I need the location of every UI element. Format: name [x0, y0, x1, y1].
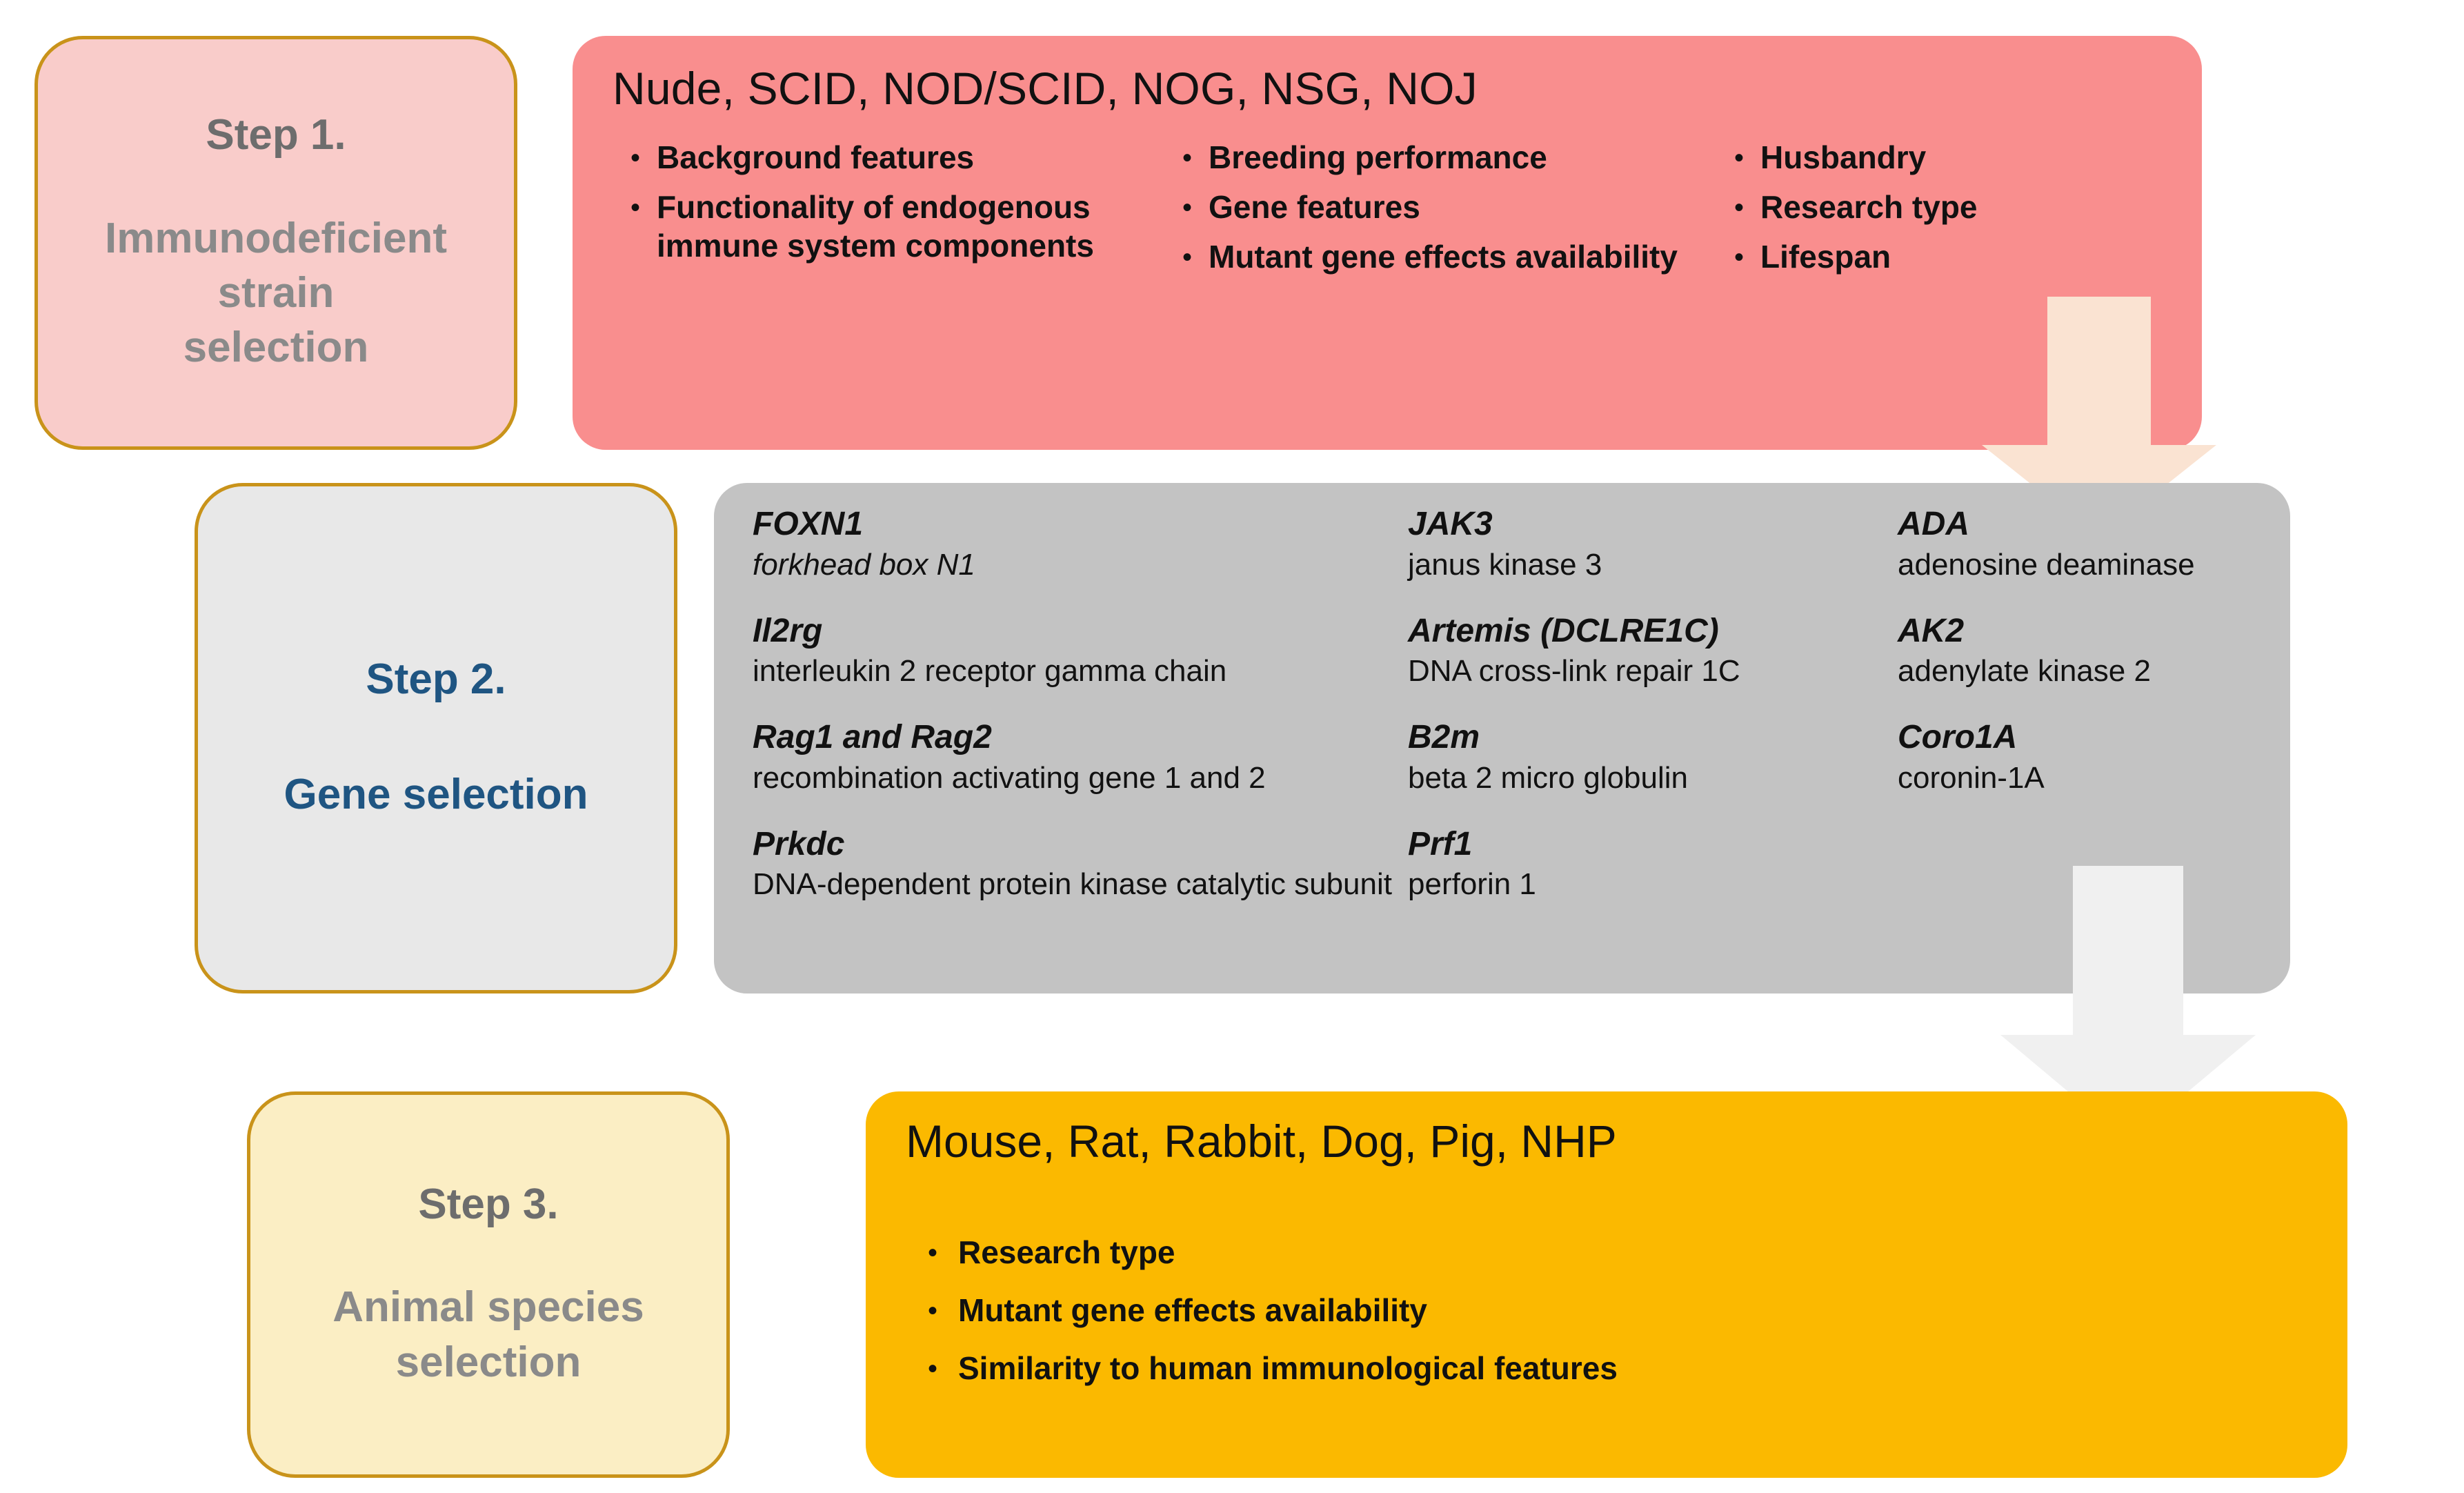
step-2-number: Step 2. [366, 655, 506, 703]
gene-symbol: B2m [1408, 719, 1480, 756]
bullet-dot-icon: • [1733, 192, 1744, 223]
gene-column-3: ADA adenosine deaminase AK2 adenylate ki… [1898, 505, 2256, 825]
gene-entry: Il2rg interleukin 2 receptor gamma chain [753, 612, 1401, 690]
gene-entry: B2m beta 2 micro globulin [1408, 718, 1891, 796]
gene-full-name: beta 2 micro globulin [1408, 760, 1689, 795]
gene-symbol: AK2 [1898, 612, 1965, 649]
step-1-title-line-1: Immunodeficient [104, 214, 448, 262]
step-1-bullet-item: • Background features [614, 138, 1166, 178]
gene-column-1: FOXN1 forkhead box N1 Il2rg interleukin … [753, 505, 1401, 931]
step-3-bullet-item: • Research type [907, 1234, 1618, 1272]
gene-full-name: adenylate kinase 2 [1898, 654, 2151, 689]
step-1-bullet-text: Breeding performance [1209, 139, 1547, 175]
step-2-title: Gene selection [284, 770, 588, 818]
step-3-bullet-text: Similarity to human immunological featur… [958, 1350, 1618, 1386]
step-1-bullet-column-3: • Husbandry • Research type • Lifespan [1718, 138, 2159, 287]
step-3-number: Step 3. [418, 1180, 559, 1228]
gene-symbol: JAK3 [1408, 506, 1493, 542]
bullet-dot-icon: • [927, 1238, 937, 1268]
gene-symbol: Coro1A [1898, 719, 2018, 756]
gene-full-name: janus kinase 3 [1408, 547, 1602, 582]
gene-full-name: DNA-dependent protein kinase catalytic s… [753, 867, 1392, 902]
gene-full-name: adenosine deaminase [1898, 547, 2195, 582]
step-1-label-card: Step 1. Immunodeficient strain selection [34, 36, 517, 450]
step-3-bullet-list: • Research type • Mutant gene effects av… [907, 1234, 1618, 1407]
gene-column-2: JAK3 janus kinase 3 Artemis (DCLRE1C) DN… [1408, 505, 1891, 931]
step-1-bullet-text: Research type [1760, 189, 1978, 225]
step-1-bullet-text: Husbandry [1760, 139, 1927, 175]
bullet-dot-icon: • [1733, 242, 1744, 273]
gene-symbol: Il2rg [753, 612, 823, 649]
step-3-title: Animal species selection [332, 1280, 644, 1390]
bullet-dot-icon: • [927, 1354, 937, 1384]
arrow-step1-to-step2-icon [1982, 297, 2216, 538]
step-2-label-card: Step 2. Gene selection [195, 483, 677, 993]
step-3-title-line-1: Animal species [332, 1283, 644, 1332]
gene-symbol: FOXN1 [753, 506, 864, 542]
gene-entry: Prf1 perforin 1 [1408, 825, 1891, 903]
gene-full-name: interleukin 2 receptor gamma chain [753, 654, 1227, 689]
step-1-bullet-item: • Breeding performance [1166, 138, 1718, 178]
gene-entry: Coro1A coronin-1A [1898, 718, 2256, 796]
bullet-dot-icon: • [1182, 143, 1192, 173]
bullet-dot-icon: • [630, 192, 640, 223]
gene-entry: JAK3 janus kinase 3 [1408, 505, 1891, 583]
step-3-species-list: Mouse, Rat, Rabbit, Dog, Pig, NHP [906, 1116, 1617, 1167]
gene-full-name: forkhead box N1 [753, 547, 975, 582]
gene-symbol: ADA [1898, 506, 1969, 542]
step-1-bullet-text: Lifespan [1760, 239, 1891, 275]
step-1-bullet-column-2: • Breeding performance • Gene features •… [1166, 138, 1718, 287]
step-3-bullet-item: • Similarity to human immunological feat… [907, 1349, 1618, 1388]
step-1-bullet-text: Functionality of endogenous immune syste… [657, 189, 1094, 264]
step-1-strain-list: Nude, SCID, NOD/SCID, NOG, NSG, NOJ [613, 63, 1478, 114]
step-1-bullet-item: • Functionality of endogenous immune sys… [614, 188, 1166, 265]
gene-full-name: coronin-1A [1898, 760, 2045, 795]
bullet-dot-icon: • [927, 1296, 937, 1326]
bullet-dot-icon: • [1733, 143, 1744, 173]
step-1-bullet-item: • Lifespan [1718, 237, 2159, 277]
arrow-step2-to-step3-icon [2000, 866, 2256, 1142]
step-3-bullet-item: • Mutant gene effects availability [907, 1292, 1618, 1330]
step-1-title: Immunodeficient strain selection [105, 211, 447, 375]
gene-entry: Artemis (DCLRE1C) DNA cross-link repair … [1408, 612, 1891, 690]
step-3-content-panel: Mouse, Rat, Rabbit, Dog, Pig, NHP • Rese… [866, 1091, 2347, 1478]
step-1-bullet-text: Background features [657, 139, 975, 175]
gene-entry: FOXN1 forkhead box N1 [753, 505, 1401, 583]
step-1-bullet-item: • Mutant gene effects availability [1166, 237, 1718, 277]
step-1-bullet-column-1: • Background features • Functionality of… [614, 138, 1166, 275]
gene-entry: Rag1 and Rag2 recombination activating g… [753, 718, 1401, 796]
gene-symbol: Prf1 [1408, 825, 1473, 862]
step-1-bullet-item: • Research type [1718, 188, 2159, 228]
gene-symbol: Rag1 and Rag2 [753, 719, 992, 756]
step-1-content-panel: Nude, SCID, NOD/SCID, NOG, NSG, NOJ • Ba… [573, 36, 2202, 450]
step-1-bullet-text: Gene features [1209, 189, 1420, 225]
step-1-bullet-text: Mutant gene effects availability [1209, 239, 1678, 275]
gene-full-name: DNA cross-link repair 1C [1408, 654, 1740, 689]
gene-symbol: Artemis (DCLRE1C) [1408, 612, 1719, 649]
step-1-bullet-item: • Gene features [1166, 188, 1718, 228]
gene-full-name: recombination activating gene 1 and 2 [753, 760, 1266, 795]
step-3-label-card: Step 3. Animal species selection [247, 1091, 730, 1478]
step-1-bullet-item: • Husbandry [1718, 138, 2159, 178]
gene-full-name: perforin 1 [1408, 867, 1536, 902]
step-3-title-line-2: selection [395, 1338, 582, 1386]
gene-entry: Prkdc DNA-dependent protein kinase catal… [753, 825, 1401, 903]
gene-symbol: Prkdc [753, 825, 845, 862]
step-1-title-line-2: strain [217, 268, 335, 317]
step-3-bullet-text: Mutant gene effects availability [958, 1292, 1427, 1328]
step-1-title-line-3: selection [183, 324, 369, 372]
gene-entry: AK2 adenylate kinase 2 [1898, 612, 2256, 690]
bullet-dot-icon: • [1182, 192, 1192, 223]
step-2-content-panel: FOXN1 forkhead box N1 Il2rg interleukin … [714, 483, 2290, 993]
gene-entry: ADA adenosine deaminase [1898, 505, 2256, 583]
bullet-dot-icon: • [630, 143, 640, 173]
step-3-bullet-text: Research type [958, 1234, 1175, 1270]
step-1-number: Step 1. [206, 111, 346, 159]
bullet-dot-icon: • [1182, 242, 1192, 273]
